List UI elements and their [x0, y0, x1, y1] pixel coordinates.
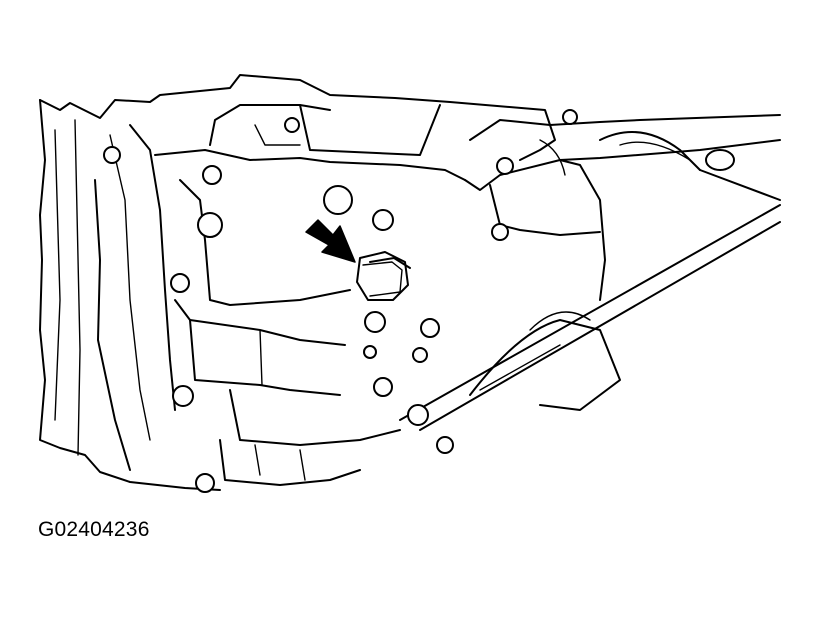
crossmember [399, 204, 781, 431]
figure-code: G02404236 [38, 518, 150, 541]
transmission-case [39, 74, 781, 491]
bolt-heads [103, 109, 578, 493]
pointer-arrow [305, 219, 356, 263]
drain-plug [356, 251, 411, 301]
rear-housing [464, 131, 781, 301]
